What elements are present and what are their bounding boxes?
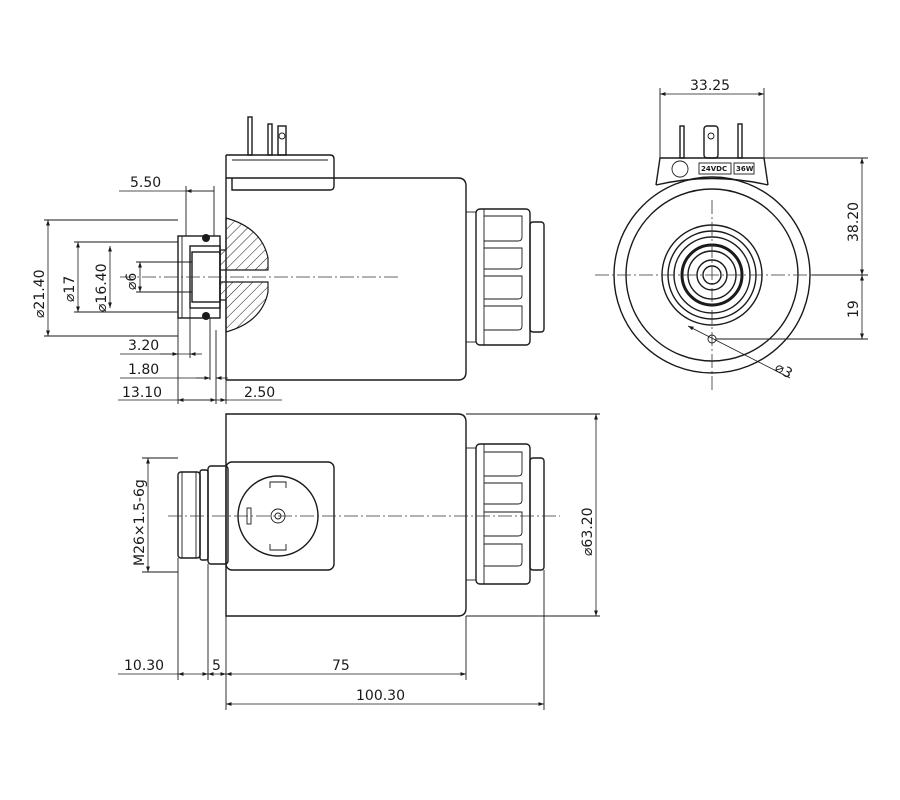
dim-2-50: 2.50 [244,385,275,401]
dim-3-20: 3.20 [128,338,159,354]
svg-text:⌀16.40: ⌀16.40 [94,263,110,312]
knurled-nut [466,208,545,346]
terminal-pins [247,116,287,156]
dim-1-80: 1.80 [128,362,159,378]
section-hatch [219,217,269,271]
dim-38-20: 38.20 [846,202,862,242]
svg-text:⌀63.20: ⌀63.20 [580,507,596,556]
coil-body [226,177,467,381]
top-view: ⌀63.20 M26×1.5-6g 10.30 5 75 100.30 [118,413,600,710]
coil-body-top [225,413,467,617]
dim-19: 19 [846,300,862,318]
power-label: 36W [736,165,754,173]
dim-100-30: 100.30 [356,688,405,704]
svg-text:⌀21.40: ⌀21.40 [32,269,48,318]
front-view: 24VDC 36W 33.25 38.20 19 ⌀3 [595,78,868,390]
svg-text:⌀17: ⌀17 [62,276,78,302]
dim-16-40: 16.40 [94,263,110,303]
thread-stem [177,471,201,559]
dim-5: 5 [212,658,221,674]
knurled-nut-top [466,443,545,585]
dim-thread: M26×1.5-6g [132,479,148,566]
svg-text:⌀6: ⌀6 [124,273,140,290]
dim-21-40: 21.40 [32,269,48,309]
dim-5-50: 5.50 [130,175,161,191]
o-ring [202,234,210,242]
dim-13-10: 13.10 [122,385,162,401]
voltage-label: 24VDC [701,165,727,173]
dim-63-20: 63.20 [580,507,596,547]
dim-33-25: 33.25 [690,78,730,94]
dim-6: 6 [124,273,140,282]
svg-text:⌀3: ⌀3 [772,360,795,383]
dim-10-30: 10.30 [124,658,164,674]
dim-75: 75 [332,658,350,674]
dim-17: 17 [62,276,78,294]
side-section-view: 5.50 ⌀21.40 ⌀17 ⌀16.40 ⌀6 3. [32,116,545,404]
